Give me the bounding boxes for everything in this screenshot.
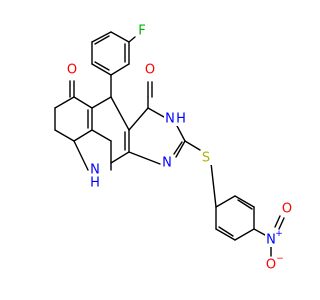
atom-label-bg <box>265 233 277 247</box>
bond <box>210 162 217 208</box>
bond <box>94 35 110 45</box>
bond <box>54 129 75 142</box>
charge-n2: + <box>275 229 283 239</box>
bond <box>215 228 236 241</box>
atom-label-bg <box>89 176 101 190</box>
bond <box>253 228 266 236</box>
atom-label-o4: O <box>266 258 276 273</box>
atom-label-bg <box>144 63 156 77</box>
atom-label-bg <box>66 63 78 77</box>
atom-label-h1: H <box>176 112 186 127</box>
bond <box>73 140 89 171</box>
bond <box>54 96 75 109</box>
bond <box>110 96 130 131</box>
bond <box>218 226 234 237</box>
bond <box>215 195 236 208</box>
atom-label-o2: O <box>145 63 155 78</box>
charge-o4: − <box>276 254 284 264</box>
bond <box>91 129 112 142</box>
atom-label-h2: H <box>90 176 100 191</box>
atom-label-bg <box>161 156 173 170</box>
bond <box>128 107 149 131</box>
atom-label-bg <box>200 151 212 165</box>
atom-label-o1: O <box>67 63 77 78</box>
atom-label-bg <box>281 202 293 216</box>
bond <box>73 129 93 142</box>
atom-label-f: F <box>138 24 145 39</box>
bond-lines <box>54 31 285 257</box>
bond <box>173 141 183 155</box>
bond <box>91 63 112 76</box>
bond <box>184 140 201 151</box>
bond <box>234 228 255 241</box>
bond <box>274 215 281 228</box>
bond <box>175 123 186 142</box>
bond <box>128 151 161 165</box>
atom-label-bg <box>136 24 148 38</box>
atom-label-bg <box>175 112 187 126</box>
bond <box>234 195 255 208</box>
bond <box>110 151 130 164</box>
bond <box>147 107 165 118</box>
atom-label-nh1: N <box>165 112 175 127</box>
bond <box>110 31 130 43</box>
bond <box>94 61 110 71</box>
atom-label-n1: N <box>162 156 172 171</box>
atom-label-s: S <box>202 151 210 166</box>
bond <box>91 31 112 43</box>
atom-label-bg <box>265 258 277 272</box>
atom-label-bg <box>164 112 176 126</box>
atom-label-bg <box>89 163 101 177</box>
bond <box>128 36 136 43</box>
atom-label-o3: O <box>282 202 292 217</box>
bond <box>91 96 112 109</box>
atom-label-nh2: N <box>90 163 100 178</box>
bond <box>110 63 130 76</box>
atom-label-n2: N <box>266 233 276 248</box>
bond <box>278 217 285 230</box>
bond <box>175 140 186 158</box>
bond <box>237 199 253 210</box>
bond <box>73 96 93 109</box>
